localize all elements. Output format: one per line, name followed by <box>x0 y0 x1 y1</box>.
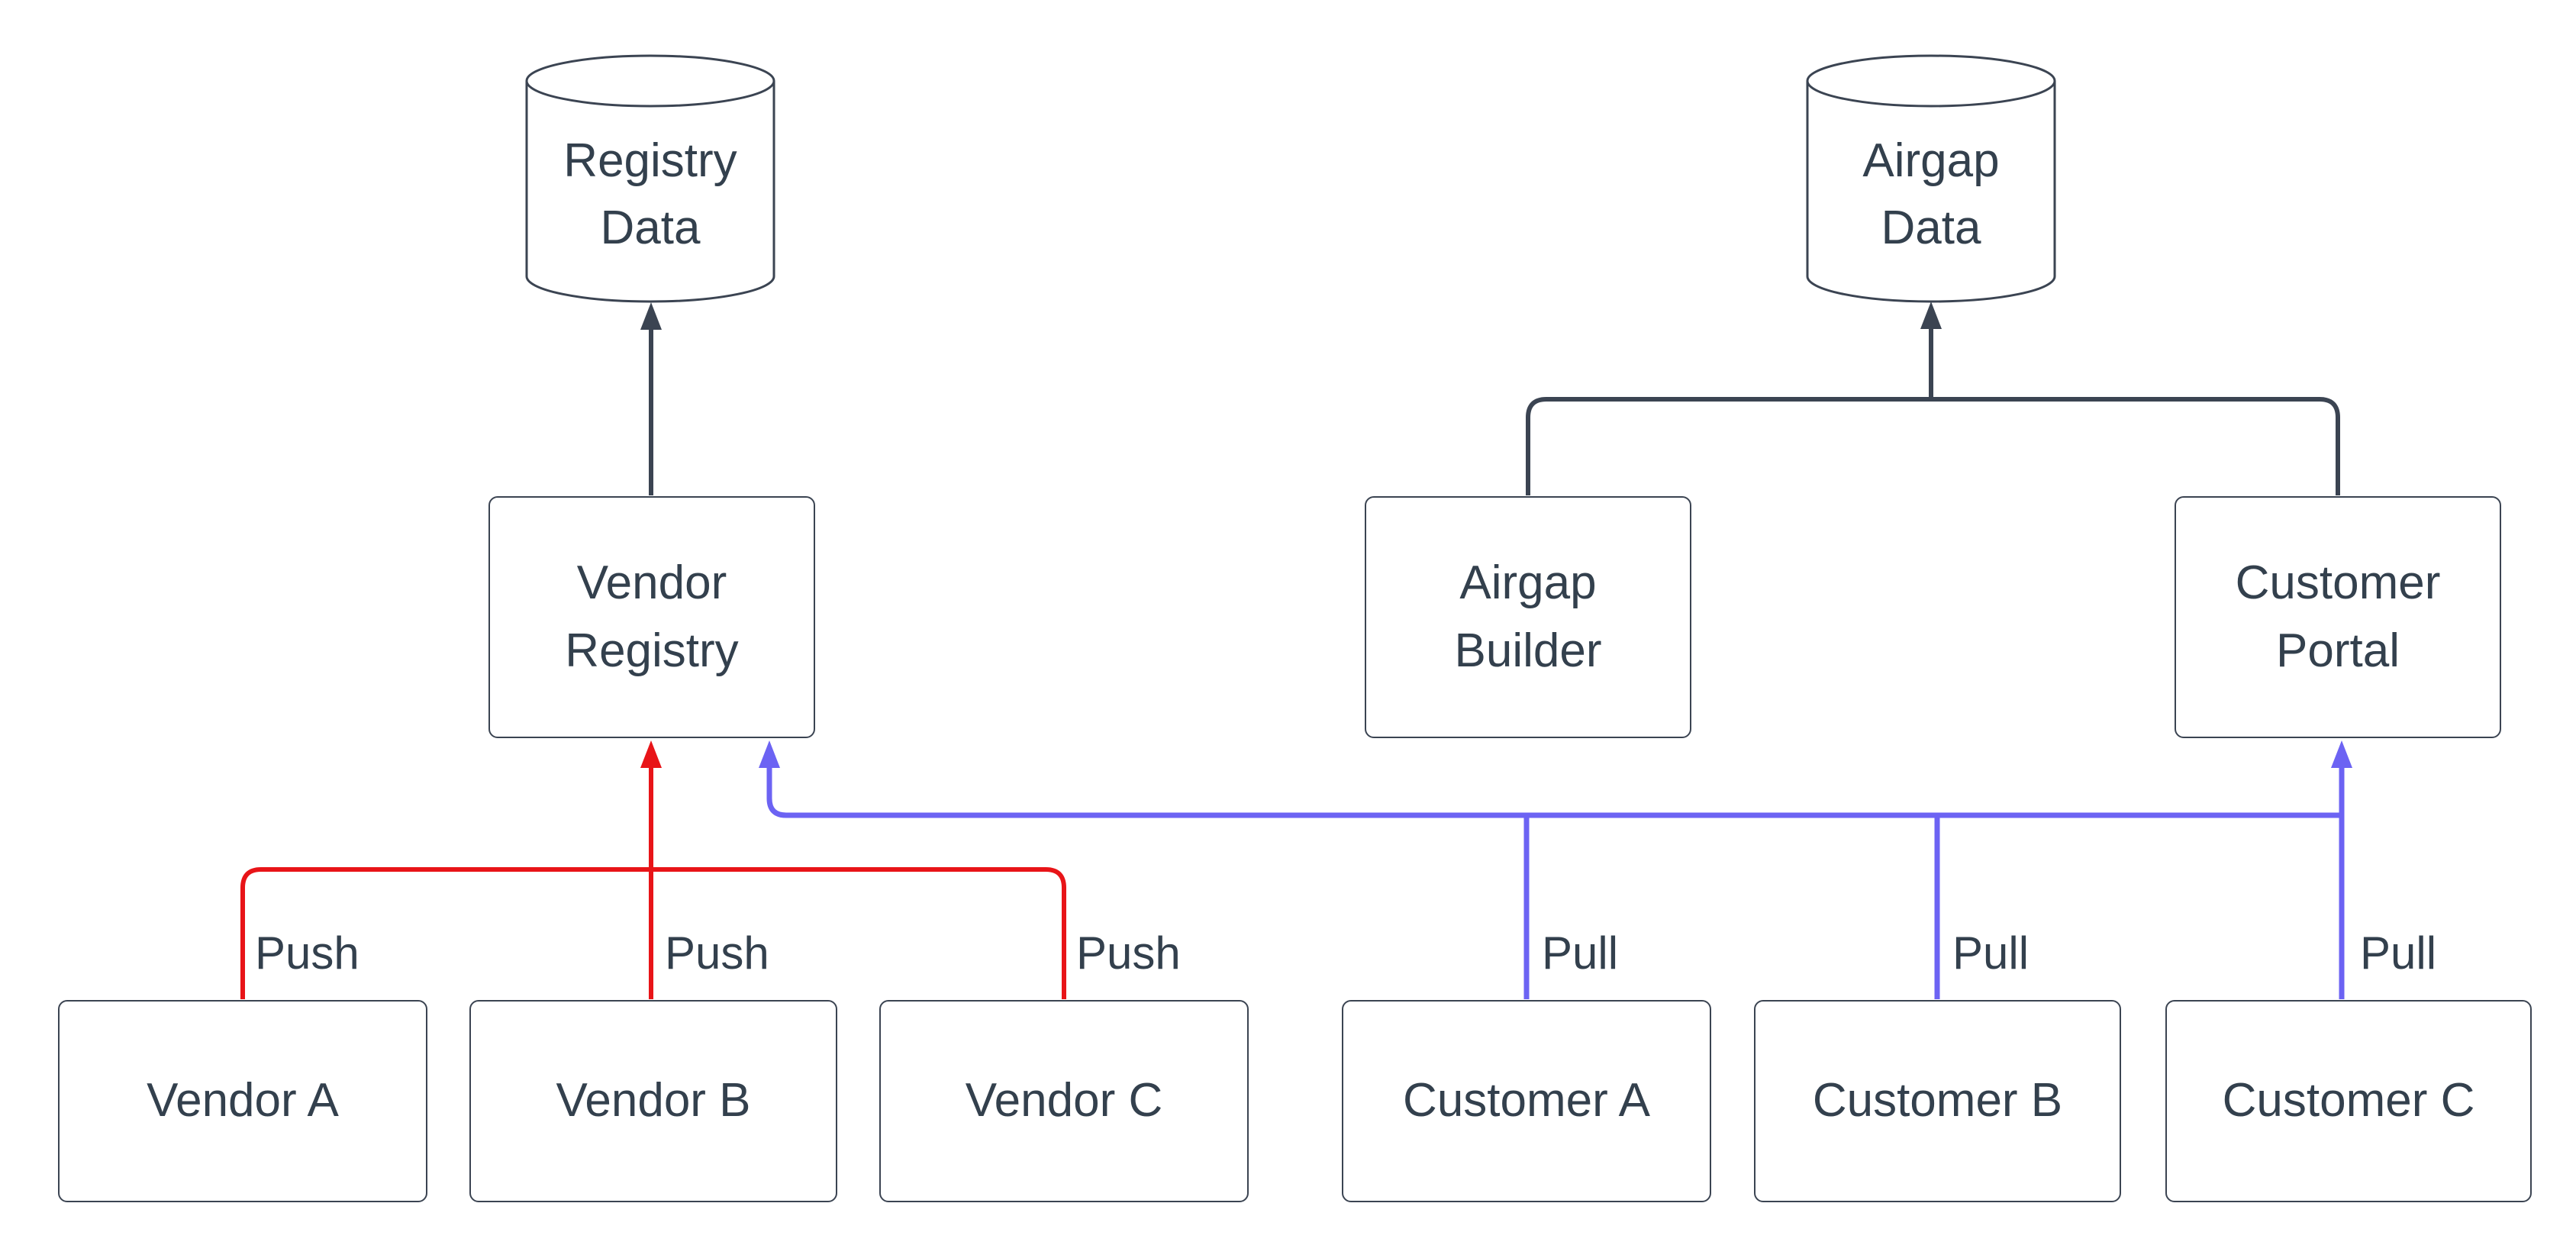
node-airgap-builder: Airgap Builder <box>1365 496 1691 738</box>
node-customer-portal: Customer Portal <box>2175 496 2501 738</box>
node-customer-c: Customer C <box>2165 1000 2532 1202</box>
node-customer-b: Customer B <box>1754 1000 2121 1202</box>
edge-label-pull-customer-c: Pull <box>2360 927 2437 979</box>
node-vendor-b: Vendor B <box>469 1000 837 1202</box>
edge-builder-and-portal-bus <box>1526 397 2340 495</box>
cylinder-airgap-data-shape <box>1806 54 2056 303</box>
datastore-airgap-data: Airgap Data <box>1862 134 2000 254</box>
edge-label-pull-customer-a: Pull <box>1542 927 1619 979</box>
arrowhead-pull-to-vendor-registry-icon <box>759 740 780 768</box>
edge-label-push-vendor-c: Push <box>1076 927 1181 979</box>
arrowhead-push-icon <box>640 740 662 768</box>
node-vendor-registry: Vendor Registry <box>488 496 815 738</box>
edge-label-pull-customer-b: Pull <box>1952 927 2030 979</box>
edge-pull-bus <box>766 768 2342 818</box>
arrowhead-pull-to-customer-portal-icon <box>2331 740 2352 768</box>
node-vendor-a: Vendor A <box>58 1000 427 1202</box>
arrowhead-airgap-data-icon <box>1920 302 1942 329</box>
node-customer-a: Customer A <box>1342 1000 1711 1202</box>
node-vendor-c: Vendor C <box>879 1000 1249 1202</box>
cylinder-registry-data-shape <box>525 54 775 303</box>
datastore-registry-data: Registry Data <box>563 134 737 254</box>
edge-label-push-vendor-a: Push <box>255 927 359 979</box>
arrowhead-registry-data-icon <box>640 302 662 330</box>
edge-label-push-vendor-b: Push <box>665 927 769 979</box>
